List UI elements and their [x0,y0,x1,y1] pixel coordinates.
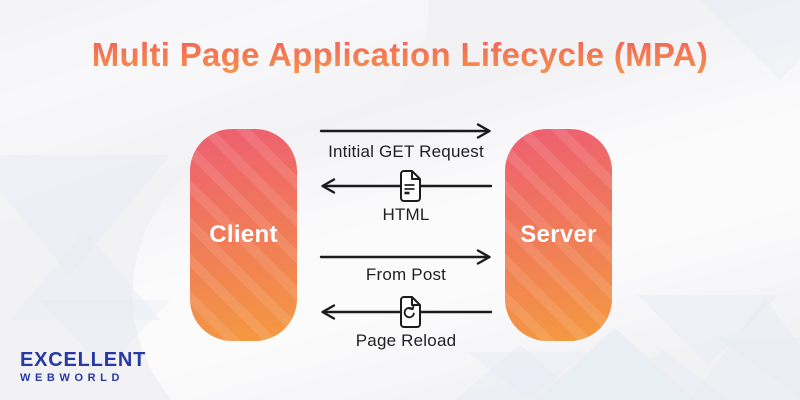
flow-label-page-reload: Page Reload [355,331,457,350]
background-triangle [638,295,778,365]
background-triangle [598,350,728,400]
client-node-label: Client [209,221,278,248]
document-icon [396,169,422,203]
background-triangle [455,345,585,400]
flow-label-html: HTML [382,205,430,224]
brand-logo: EXCELLENT WEBWORLD [20,350,146,384]
flow-label-from-post: From Post [365,265,447,284]
flow-label-initial-get: Intitial GET Request [328,142,484,161]
background-triangle [0,155,170,275]
brand-logo-line2: WEBWORLD [20,372,125,384]
page-title: Multi Page Application Lifecycle (MPA) [0,36,800,74]
background-triangle [718,338,800,400]
brand-logo-line1: EXCELLENT [20,349,147,371]
server-node-label: Server [520,221,597,248]
server-node: Server [505,129,612,341]
arrow-right-from-post [318,248,494,266]
arrow-right-initial-get [318,122,494,140]
background-triangle [690,298,800,400]
background-triangle [468,352,588,400]
page-reload-icon [396,295,422,329]
client-node: Client [190,129,297,341]
background-triangle [10,230,160,320]
